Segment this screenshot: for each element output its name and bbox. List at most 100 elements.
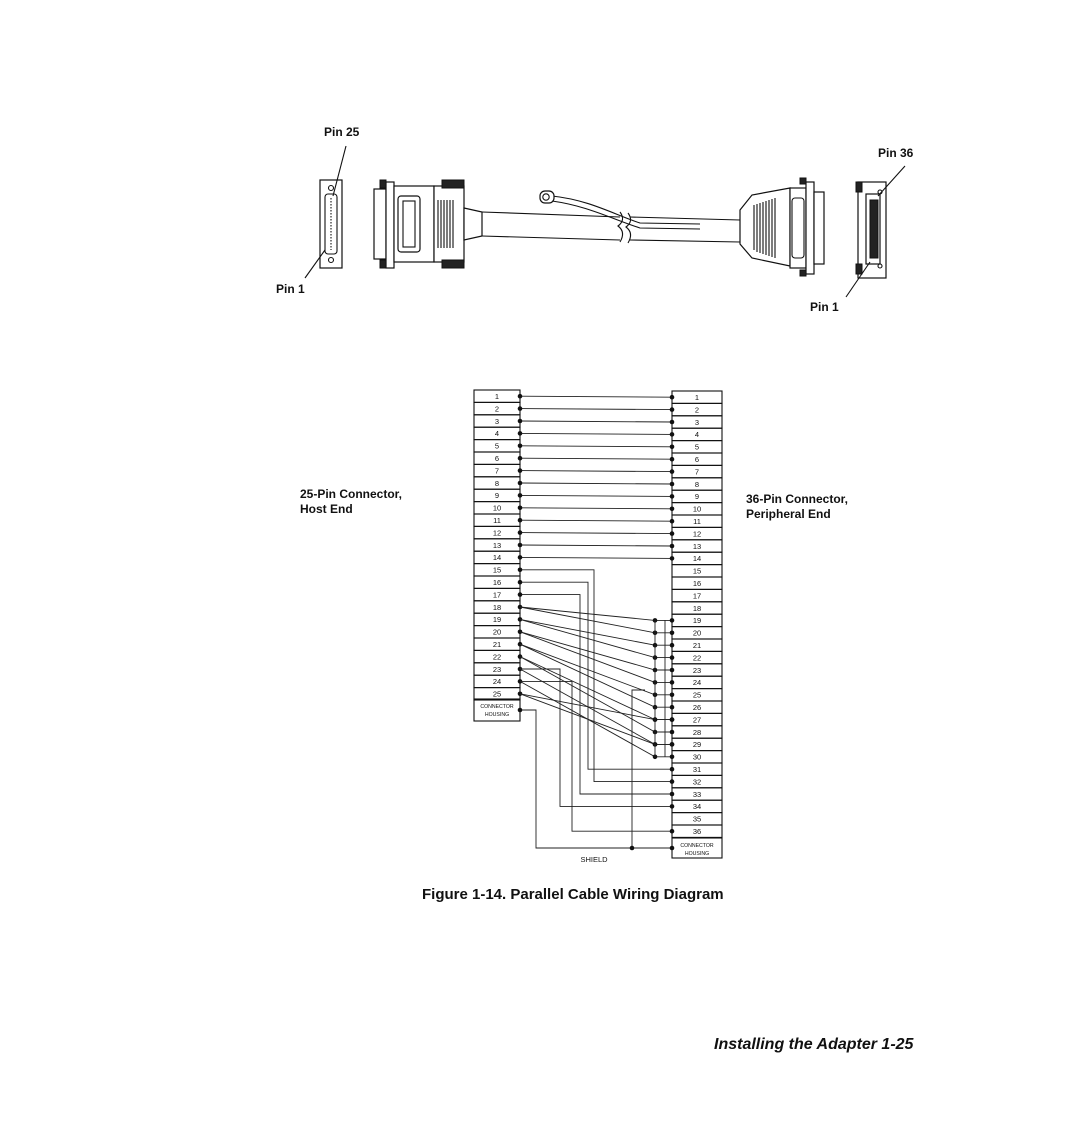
wire-junction [669,729,675,735]
peripheral-pin-number: 5 [695,443,699,452]
host-pin-number: 12 [493,528,501,537]
wire-junction [669,506,675,512]
peripheral-pin1-label: Pin 1 [810,300,839,314]
host-pin-number: 25 [493,690,501,699]
peripheral-pin-number: 15 [693,567,701,576]
peripheral-housing-label-line1: CONNECTOR [680,843,714,849]
host-pin-number: 16 [493,578,501,587]
host-pin-number: 10 [493,504,501,513]
wire-junction [669,518,675,524]
cable-illustration: Pin 25 Pin 1 [276,125,914,314]
wire-junction [517,418,523,424]
wire-junction [517,493,523,498]
peripheral-pin1-leader [845,261,871,298]
wire-junction [669,742,675,747]
wire [519,432,673,435]
peripheral-housing-label-line2: HOUSING [685,851,709,857]
wire-junction [669,779,675,784]
pin36-leader [877,165,906,197]
peripheral-pin-number: 21 [693,641,701,650]
wire [519,693,672,745]
wire-junction [517,555,523,560]
wire-junction [669,618,675,623]
wire [519,544,673,547]
peripheral-pin-number: 12 [693,529,701,538]
shield-label: SHIELD [580,855,608,864]
wire-junction [669,630,675,636]
wire-junction [669,680,675,685]
wire [519,507,673,510]
wire-junction [517,530,523,535]
peripheral-pin-number: 27 [693,715,701,724]
peripheral-pin-number: 36 [693,827,701,836]
peripheral-pin-number: 13 [693,542,701,551]
wire-junction [669,543,675,549]
peripheral-plug [739,177,825,277]
peripheral-pin-number: 3 [695,418,699,427]
wire [519,457,673,460]
wire [519,395,673,398]
wire-junction [517,393,523,399]
wire [520,668,672,807]
host-pin1-label: Pin 1 [276,282,305,296]
wire [519,470,673,473]
peripheral-pin-number: 4 [695,430,699,439]
wire [519,631,672,683]
peripheral-pin-number: 22 [693,653,701,662]
host-pin-number: 4 [495,429,499,438]
wire [519,494,673,497]
host-pin-number: 8 [495,479,499,488]
wire-junction [669,791,675,797]
host-pin-column: 1234567891011121314151617181920212223242… [473,389,521,701]
peripheral-pin-number: 16 [693,579,701,588]
wire-junction [517,480,523,486]
host-connector-label-line1: 25-Pin Connector, [300,487,402,501]
peripheral-pin-number: 11 [693,517,701,526]
peripheral-connector-housing: CONNECTOR HOUSING [671,837,723,859]
wire-junction [669,804,675,809]
host-pin-number: 21 [493,640,501,649]
wire-connections [517,393,675,851]
host-pin-number: 5 [495,442,499,451]
peripheral-pin-number: 17 [693,591,701,600]
peripheral-pin-number: 23 [693,666,701,675]
wire-junction [517,406,523,411]
wire-junction [517,542,523,548]
host-pin-number: 18 [493,603,501,612]
wire [519,519,673,522]
wire-junction [669,754,675,760]
peripheral-pin-number: 29 [693,740,701,749]
wiring-diagram: 25-Pin Connector, Host End 36-Pin Connec… [300,389,848,864]
peripheral-connector-label-line1: 36-Pin Connector, [746,492,848,506]
peripheral-pin-number: 35 [693,815,701,824]
host-pin-number: 9 [495,491,499,500]
peripheral-pin-number: 8 [695,480,699,489]
peripheral-pin36-label: Pin 36 [878,146,914,160]
host-pin-number: 23 [493,665,501,674]
wire [519,420,673,423]
host-pin-number: 14 [493,553,501,562]
wire [519,408,673,411]
host-pin-number: 1 [495,392,499,401]
host-connector-housing: CONNECTOR HOUSING [473,698,521,722]
wire-junction [669,828,675,834]
peripheral-pin-number: 20 [693,629,701,638]
wire-junction [669,556,675,561]
wire [519,656,672,721]
wire-junction [517,455,523,461]
pin25-leader [332,145,347,197]
wire-junction [517,431,523,436]
wire-junction [669,642,675,648]
wire [520,680,672,832]
host-pin-number: 13 [493,541,501,550]
wire [519,631,672,671]
wire [519,532,673,535]
peripheral-pin-number: 9 [695,492,699,501]
wire [520,709,672,849]
wire [519,482,673,485]
peripheral-pin-number: 34 [693,802,701,811]
host-connector-label-line2: Host End [300,502,353,516]
wire [519,693,672,721]
wire-junction [669,469,675,474]
